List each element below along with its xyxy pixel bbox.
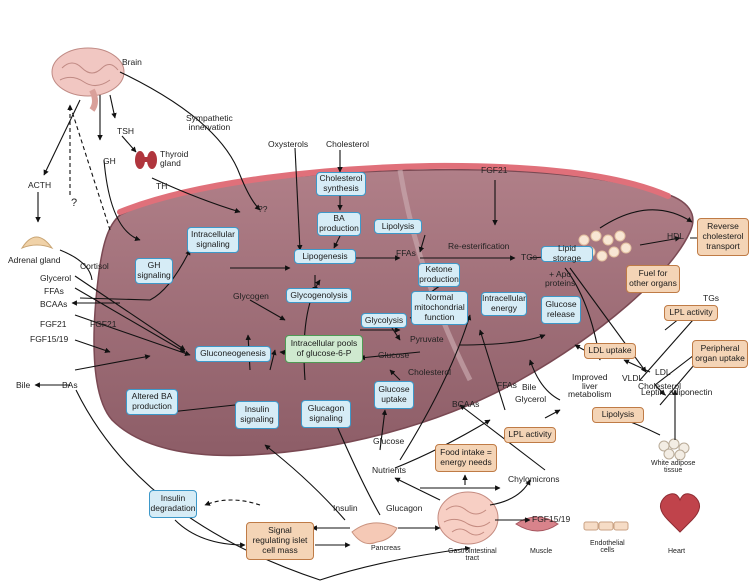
ketone-production-box: Ketone production: [418, 263, 460, 287]
bile-bottom-label: Bile: [522, 382, 537, 392]
intracellular-energy-box: Intracellular energy: [481, 292, 527, 316]
chylomicrons-label: Chylomicrons: [508, 474, 560, 484]
intracellular-signaling-box: Intracellular signaling: [187, 227, 239, 253]
gluconeogenesis-box: Gluconeogenesis: [195, 346, 271, 362]
improved-label: Improved liver metabolism: [568, 372, 612, 399]
glucose6p-pools-box: Intracellular pools of glucose-6-P: [285, 335, 363, 363]
fuel-box: Fuel for other organs: [626, 265, 680, 293]
bile-left-label: Bile: [16, 380, 31, 390]
fgf21-top-label: FGF21: [481, 165, 508, 175]
thyroid-illustration: [135, 151, 157, 169]
fgf21-left-label: FGF21: [40, 319, 67, 329]
glycogen-label: Glycogen: [233, 291, 269, 301]
pancreas-label: Pancreas: [371, 545, 401, 552]
glucagon-bottom-label: Glucagon: [386, 503, 423, 513]
th-label: TH: [156, 181, 168, 191]
glucose-mid-label: Glucose: [378, 350, 410, 360]
nutrients-label: Nutrients: [372, 465, 407, 475]
bcaas-bottom-label: BCAAs: [452, 399, 480, 409]
double-question-label: ??: [258, 204, 268, 214]
glucose-bottom-label: Glucose: [373, 436, 405, 446]
ba-production-box: BA production: [317, 212, 361, 236]
gi-tract-illustration: [437, 491, 499, 545]
lipid-droplets: [578, 230, 632, 262]
wat-label: White adipose tissue: [651, 460, 696, 474]
cholesterol-synthesis-box: Cholesterol synthesis: [316, 172, 366, 196]
gi-label: Gastrointestinal tract: [448, 548, 497, 562]
hdl-label: HDL: [667, 231, 685, 241]
tgs-right-label: TGs: [703, 293, 720, 303]
cholesterol-mid-label: Cholesterol: [408, 367, 451, 377]
gh-label: GH: [103, 156, 116, 166]
ffas-left-label: FFAs: [44, 286, 64, 296]
fgf21-arrow-label: FGF21: [90, 319, 117, 329]
adrenal-illustration: [20, 236, 54, 250]
apo-label: + Apo proteins: [545, 269, 576, 288]
gh-signaling-box: GH signaling: [135, 258, 173, 284]
glucose-uptake-box: Glucose uptake: [374, 381, 414, 409]
cholesterol-right-label: Cholesterol: [638, 381, 681, 391]
pyruvate-label: Pyruvate: [410, 334, 444, 344]
ffas-bottom-label: FFAs: [497, 380, 517, 390]
insulin-degradation-box: Insulin degradation: [149, 490, 197, 518]
glucose-release-box: Glucose release: [541, 296, 581, 324]
lipolysis-wat-box: Lipolysis: [592, 407, 644, 423]
insulin-bottom-label: Insulin: [333, 503, 358, 513]
glycolysis-box: Glycolysis: [361, 313, 407, 328]
adrenal-label: Adrenal gland: [8, 255, 61, 265]
ldl-label: LDL: [655, 367, 671, 377]
heart-illustration: [660, 493, 700, 533]
tgs-mid-label: TGs: [521, 252, 538, 262]
reesterification-label: Re-esterification: [448, 241, 510, 251]
glycerol-label: Glycerol: [40, 273, 72, 283]
fgf1519-left-label: FGF15/19: [30, 334, 69, 344]
leptin-label: Leptin, adiponectin: [641, 387, 713, 397]
bas-label: BAs: [62, 380, 78, 390]
lpl-activity-right-box: LPL activity: [664, 305, 718, 321]
pancreas-illustration: [351, 522, 398, 545]
lipolysis-liver-box: Lipolysis: [374, 219, 422, 234]
thyroid-label: Thyroid gland: [160, 149, 189, 168]
endothelial-illustration: [583, 521, 629, 531]
tsh-label: TSH: [117, 126, 134, 136]
sympathetic-label: Sympathetic innervation: [186, 113, 233, 132]
cholesterol-top-label: Cholesterol: [326, 139, 369, 149]
acth-label: ACTH: [28, 180, 52, 190]
lipid-storage-box: Lipid storage: [541, 243, 593, 263]
question-label: ?: [71, 197, 78, 209]
reverse-cholesterol-box: Reverse cholesterol transport: [697, 218, 749, 256]
vldl-label: VLDL: [622, 373, 644, 383]
fgf1519-bottom-label: FGF15/19: [532, 514, 571, 524]
signal-islet-box: Signal regulating islet cell mass: [246, 522, 314, 560]
cortisol-label: Cortisol: [80, 261, 109, 271]
adipose-illustration: [658, 438, 690, 461]
lipogenesis-box: Lipogenesis: [294, 249, 356, 264]
altered-ba-box: Altered BA production: [126, 389, 178, 415]
insulin-signaling-box: Insulin signaling: [235, 401, 279, 429]
endothelial-label: Endothelial cells: [590, 540, 625, 554]
glycerol-bottom-label: Glycerol: [515, 394, 547, 404]
oxysterols-label: Oxysterols: [268, 139, 309, 149]
mitochondrial-function-box: Normal mitochondrial function: [411, 291, 468, 325]
peripheral-uptake-box: Peripheral organ uptake: [692, 340, 748, 368]
muscle-label: Muscle: [530, 548, 553, 555]
bcaas-left-label: BCAAs: [40, 299, 68, 309]
glycogenolysis-box: Glycogenolysis: [286, 288, 352, 303]
glucagon-signaling-box: Glucagon signaling: [301, 400, 351, 428]
ldl-uptake-box: LDL uptake: [584, 343, 636, 359]
lpl-activity-bottom-box: LPL activity: [504, 427, 556, 443]
brain-illustration: [51, 47, 125, 112]
brain-label: Brain: [122, 57, 142, 67]
ffas-mid-label: FFAs: [396, 248, 416, 258]
food-intake-box: Food intake = energy needs: [435, 444, 497, 472]
heart-label: Heart: [668, 548, 686, 555]
